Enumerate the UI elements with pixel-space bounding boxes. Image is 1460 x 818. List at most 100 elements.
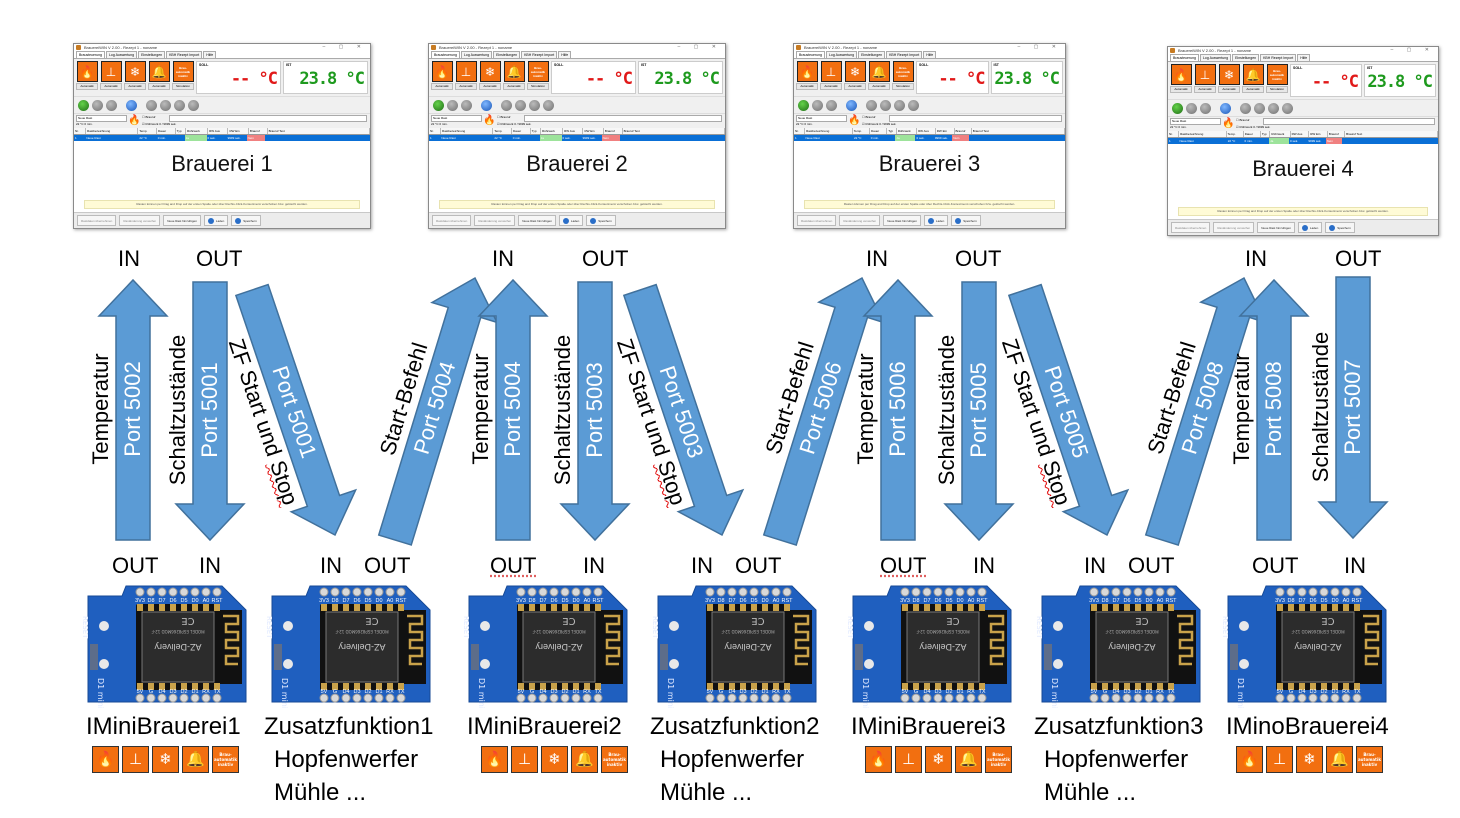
stop-button[interactable]: [106, 99, 117, 111]
mode-toggle-4[interactable]: 🔔Automatik: [503, 61, 525, 94]
bottom-button-4[interactable]: Laden: [1297, 222, 1323, 233]
window-controls[interactable]: – ▢ ✕: [322, 44, 367, 50]
forward-button[interactable]: [515, 99, 526, 111]
forward-button[interactable]: [1254, 102, 1265, 114]
column-header[interactable]: Temp.: [493, 128, 512, 134]
bottom-button-3[interactable]: Neue Rast hinzufügen: [163, 215, 201, 226]
tab-brausteuerung[interactable]: Brausteuerung: [796, 51, 825, 58]
bottom-button-3[interactable]: Neue Rast hinzufügen: [883, 215, 921, 226]
mode-toggle-1[interactable]: 🔥Automatik: [431, 61, 453, 94]
column-header[interactable]: Brauruf: [1328, 131, 1346, 137]
refresh-button[interactable]: [126, 99, 137, 111]
pause-button[interactable]: [92, 99, 103, 111]
brauruf-text-input[interactable]: [169, 115, 367, 122]
pause-button[interactable]: [1186, 102, 1197, 114]
column-header[interactable]: Temp.: [853, 128, 870, 134]
column-header[interactable]: Brauruf Text: [268, 128, 370, 134]
bottom-button-5[interactable]: Speichern: [231, 215, 261, 226]
tab-kbh-rezept-import[interactable]: KBH Rezept Import: [886, 51, 923, 58]
column-header[interactable]: Dauer: [512, 128, 531, 134]
column-header[interactable]: Brauruf: [604, 128, 623, 134]
bottom-button-4[interactable]: Laden: [923, 215, 949, 226]
bottom-button-2[interactable]: Raständerung verwerfen: [474, 215, 516, 226]
column-header[interactable]: Nr.: [1168, 131, 1180, 137]
add-button[interactable]: [1268, 102, 1279, 114]
column-header[interactable]: RW Aus: [208, 128, 229, 134]
stop-button[interactable]: [826, 99, 837, 111]
tab-hilfe[interactable]: Hilfe: [558, 51, 572, 58]
window-controls[interactable]: – ▢ ✕: [677, 44, 722, 50]
mode-toggle-3[interactable]: ❄Automatik: [1218, 64, 1240, 97]
refresh-button[interactable]: [846, 99, 857, 111]
column-header[interactable]: Rührwerk: [186, 128, 209, 134]
remove-button[interactable]: [543, 99, 554, 111]
brauruf-checkbox[interactable]: ☐ Brauruf: [142, 115, 156, 119]
ruehrwerk-checkbox[interactable]: ☑ Rührwerk 0 / 9999 sek.: [497, 122, 532, 126]
ruehrwerk-checkbox[interactable]: ☑ Rührwerk 0 / 9999 sek.: [142, 122, 177, 126]
mode-toggle-2[interactable]: ⊥Automatik: [455, 61, 477, 94]
column-header[interactable]: Typ: [531, 128, 542, 134]
column-header[interactable]: Brauruf Text: [623, 128, 725, 134]
tab-kbh-rezept-import[interactable]: KBH Rezept Import: [521, 51, 558, 58]
bottom-button-2[interactable]: Raständerung verwerfen: [839, 215, 881, 226]
column-header[interactable]: Rührwerk: [1270, 131, 1291, 137]
brauruf-checkbox[interactable]: ☐ Brauruf: [862, 115, 876, 119]
pause-button[interactable]: [447, 99, 458, 111]
column-header[interactable]: RW Ein: [228, 128, 249, 134]
rast-name-input[interactable]: Neue Rast: [1170, 118, 1221, 125]
refresh-button[interactable]: [481, 99, 492, 111]
tab-einstellungen[interactable]: Einstellungen: [1232, 54, 1260, 61]
bottom-button-3[interactable]: Neue Rast hinzufügen: [1257, 222, 1295, 233]
mode-toggle-1[interactable]: 🔥Automatik: [1170, 64, 1192, 97]
mode-toggle-2[interactable]: ⊥Automatik: [100, 61, 122, 94]
column-header[interactable]: Rührwerk: [897, 128, 918, 134]
column-header[interactable]: Dauer: [157, 128, 176, 134]
tab-log-auswertung[interactable]: Log Auswertung: [825, 51, 858, 58]
bottom-button-3[interactable]: Neue Rast hinzufügen: [518, 215, 556, 226]
rast-temp-duration[interactable]: 22 °C 0 min.: [76, 122, 93, 126]
rewind-button[interactable]: [1240, 102, 1251, 114]
column-header[interactable]: Dauer: [870, 128, 888, 134]
remove-button[interactable]: [188, 99, 199, 111]
tab-kbh-rezept-import[interactable]: KBH Rezept Import: [1260, 54, 1297, 61]
bottom-button-2[interactable]: Raständerung verwerfen: [119, 215, 161, 226]
tab-hilfe[interactable]: Hilfe: [203, 51, 217, 58]
column-header[interactable]: Typ: [887, 128, 897, 134]
tab-log-auswertung[interactable]: Log Auswertung: [1199, 54, 1232, 61]
add-button[interactable]: [894, 99, 905, 111]
play-button[interactable]: [1172, 102, 1183, 114]
tab-kbh-rezept-import[interactable]: KBH Rezept Import: [166, 51, 203, 58]
brauruf-text-input[interactable]: [889, 115, 1062, 122]
play-button[interactable]: [798, 99, 809, 111]
column-header[interactable]: Rastbezeichnung: [805, 128, 853, 134]
column-header[interactable]: RW Aus: [917, 128, 936, 134]
column-header[interactable]: Rastbezeichnung: [1179, 131, 1227, 137]
bottom-button-1[interactable]: Rastdaten übernehmen: [1171, 222, 1211, 233]
tab-einstellungen[interactable]: Einstellungen: [858, 51, 886, 58]
window-controls[interactable]: – ▢ ✕: [1017, 44, 1062, 50]
column-header[interactable]: RW Ein: [583, 128, 604, 134]
column-header[interactable]: RW Ein: [1309, 131, 1328, 137]
brauruf-text-input[interactable]: [1263, 118, 1435, 125]
mode-toggle-3[interactable]: ❄Automatik: [124, 61, 146, 94]
stop-button[interactable]: [1200, 102, 1211, 114]
bottom-button-1[interactable]: Rastdaten übernehmen: [77, 215, 117, 226]
rewind-button[interactable]: [146, 99, 157, 111]
mode-toggle-2[interactable]: ⊥Automatik: [1194, 64, 1216, 97]
forward-button[interactable]: [160, 99, 171, 111]
column-header[interactable]: Brauruf Text: [972, 128, 1065, 134]
column-header[interactable]: Dauer: [1244, 131, 1261, 137]
rast-name-input[interactable]: Neue Rast: [796, 115, 847, 122]
column-header[interactable]: RW Ein: [936, 128, 955, 134]
bottom-button-4[interactable]: Laden: [558, 215, 584, 226]
rast-temp-duration[interactable]: 22 °C 0 min.: [1170, 125, 1187, 129]
bottom-button-2[interactable]: Raständerung verwerfen: [1213, 222, 1255, 233]
mode-toggle-2[interactable]: ⊥Automatik: [820, 61, 842, 94]
column-header[interactable]: Nr.: [794, 128, 806, 134]
remove-button[interactable]: [1282, 102, 1293, 114]
